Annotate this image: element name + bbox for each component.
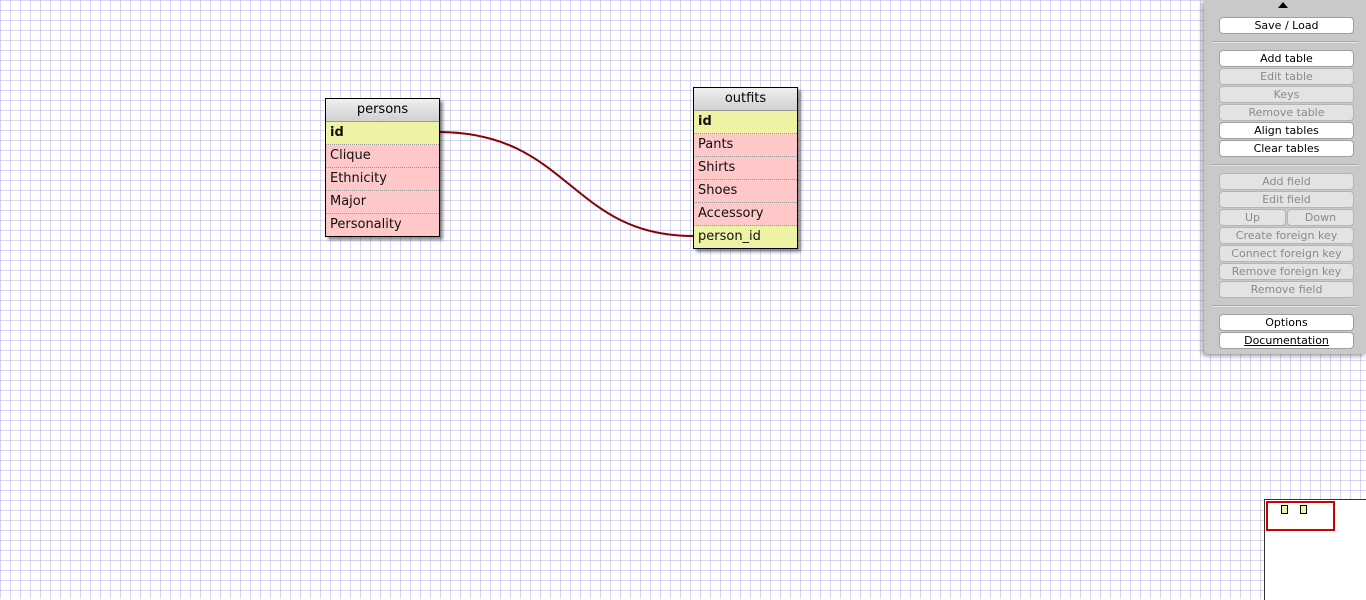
table-row[interactable]: Major xyxy=(326,191,439,214)
controls-panel: Save / Load Add table Edit table Keys Re… xyxy=(1204,0,1366,354)
table-persons[interactable]: persons id Clique Ethnicity Major Person… xyxy=(325,98,440,237)
remove-field-button[interactable]: Remove field xyxy=(1219,281,1354,298)
table-row[interactable]: id xyxy=(694,111,797,134)
divider xyxy=(1212,41,1358,43)
table-row[interactable]: Accessory xyxy=(694,203,797,226)
table-row[interactable]: Clique xyxy=(326,145,439,168)
documentation-link[interactable]: Documentation xyxy=(1219,332,1354,349)
table-row[interactable]: person_id xyxy=(694,226,797,248)
minimap-table-outfits xyxy=(1300,505,1307,514)
table-title[interactable]: persons xyxy=(326,99,439,122)
documentation-label: Documentation xyxy=(1244,334,1329,347)
table-outfits[interactable]: outfits id Pants Shirts Shoes Accessory … xyxy=(693,87,798,249)
up-button[interactable]: Up xyxy=(1219,209,1286,226)
collapse-arrow-icon[interactable] xyxy=(1278,2,1288,8)
remove-table-button[interactable]: Remove table xyxy=(1219,104,1354,121)
save-load-button[interactable]: Save / Load xyxy=(1219,17,1354,34)
minimap[interactable] xyxy=(1264,499,1366,600)
clear-tables-button[interactable]: Clear tables xyxy=(1219,140,1354,157)
add-field-button[interactable]: Add field xyxy=(1219,173,1354,190)
table-row[interactable]: Shirts xyxy=(694,157,797,180)
minimap-table-persons xyxy=(1281,505,1288,514)
table-row[interactable]: id xyxy=(326,122,439,145)
edit-table-button[interactable]: Edit table xyxy=(1219,68,1354,85)
keys-button[interactable]: Keys xyxy=(1219,86,1354,103)
add-table-button[interactable]: Add table xyxy=(1219,50,1354,67)
divider xyxy=(1212,164,1358,166)
table-title[interactable]: outfits xyxy=(694,88,797,111)
create-foreign-key-button[interactable]: Create foreign key xyxy=(1219,227,1354,244)
table-row[interactable]: Ethnicity xyxy=(326,168,439,191)
down-button[interactable]: Down xyxy=(1287,209,1354,226)
connect-foreign-key-button[interactable]: Connect foreign key xyxy=(1219,245,1354,262)
align-tables-button[interactable]: Align tables xyxy=(1219,122,1354,139)
table-row[interactable]: Pants xyxy=(694,134,797,157)
table-row[interactable]: Shoes xyxy=(694,180,797,203)
divider xyxy=(1212,305,1358,307)
table-row[interactable]: Personality xyxy=(326,214,439,236)
options-button[interactable]: Options xyxy=(1219,314,1354,331)
minimap-viewport[interactable] xyxy=(1266,501,1335,531)
edit-field-button[interactable]: Edit field xyxy=(1219,191,1354,208)
remove-foreign-key-button[interactable]: Remove foreign key xyxy=(1219,263,1354,280)
